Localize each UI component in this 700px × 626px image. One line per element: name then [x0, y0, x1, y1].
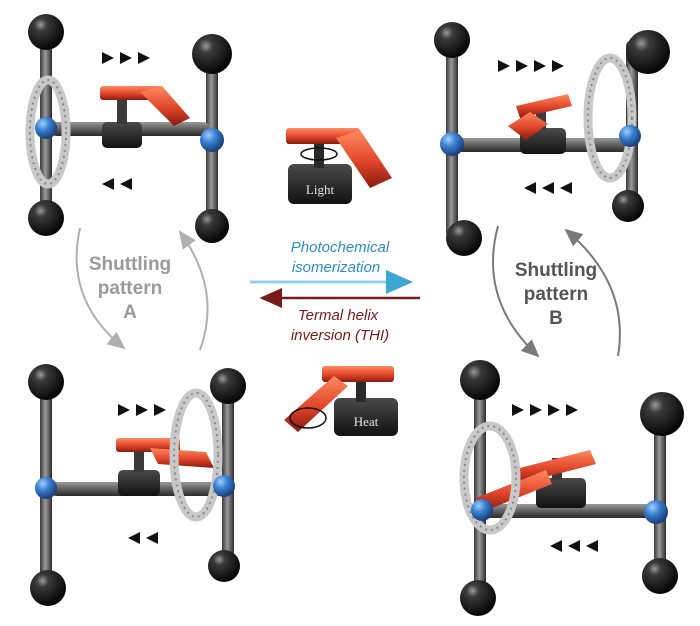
molecule-bottom-left	[28, 364, 246, 606]
sphere-node	[446, 220, 482, 256]
sphere-node	[612, 190, 644, 222]
pattern-b-line3: B	[549, 308, 563, 329]
arrowhead-row	[102, 52, 150, 190]
sphere-node	[626, 30, 670, 74]
photochemical-label-line1: Photochemical	[291, 239, 390, 256]
sphere-node	[460, 580, 496, 616]
arrowhead-row	[512, 404, 598, 552]
pattern-a-line2: pattern	[98, 278, 162, 299]
pattern-b-line2: pattern	[524, 284, 588, 305]
pattern-a-up-arrow	[178, 230, 209, 351]
sphere-node	[434, 22, 470, 58]
light-switch-icon: Light	[286, 128, 392, 204]
heat-switch-icon: Heat	[284, 366, 398, 436]
pattern-a-down-arrow	[75, 227, 126, 350]
pattern-b-up-arrow	[564, 228, 621, 357]
thi-label-line2: inversion (THI)	[291, 327, 389, 344]
heat-label: Heat	[354, 414, 379, 429]
blue-joint	[440, 132, 464, 156]
blue-joint	[644, 500, 668, 524]
pattern-b-line1: Shuttling	[515, 260, 597, 281]
sphere-node	[192, 34, 232, 74]
molecule-top-right	[434, 22, 670, 256]
blue-joint	[35, 477, 57, 499]
arrowhead-row	[118, 404, 166, 544]
pattern-b-down-arrow	[492, 225, 540, 358]
molecule-bottom-right	[459, 360, 684, 616]
sphere-node	[195, 209, 229, 243]
blue-joint	[619, 125, 641, 147]
sphere-node	[28, 14, 64, 50]
molecule-top-left	[25, 14, 232, 243]
pattern-a-line1: Shuttling	[89, 254, 171, 275]
blue-joint	[35, 117, 57, 139]
thi-label-line1: Termal helix	[298, 307, 379, 324]
sphere-node	[642, 558, 678, 594]
sphere-node	[640, 392, 684, 436]
blue-joint	[213, 475, 235, 497]
sphere-node	[30, 570, 66, 606]
sphere-node	[208, 550, 240, 582]
photochemical-label-line2: isomerization	[292, 259, 380, 276]
sphere-node	[28, 364, 64, 400]
sphere-node	[210, 368, 246, 404]
sphere-node	[28, 200, 64, 236]
sphere-node	[460, 360, 500, 400]
blue-joint	[200, 128, 224, 152]
light-label: Light	[306, 182, 335, 197]
arrowhead-row	[498, 60, 572, 194]
blue-joint	[471, 499, 493, 521]
pattern-a-line3: A	[123, 302, 137, 323]
